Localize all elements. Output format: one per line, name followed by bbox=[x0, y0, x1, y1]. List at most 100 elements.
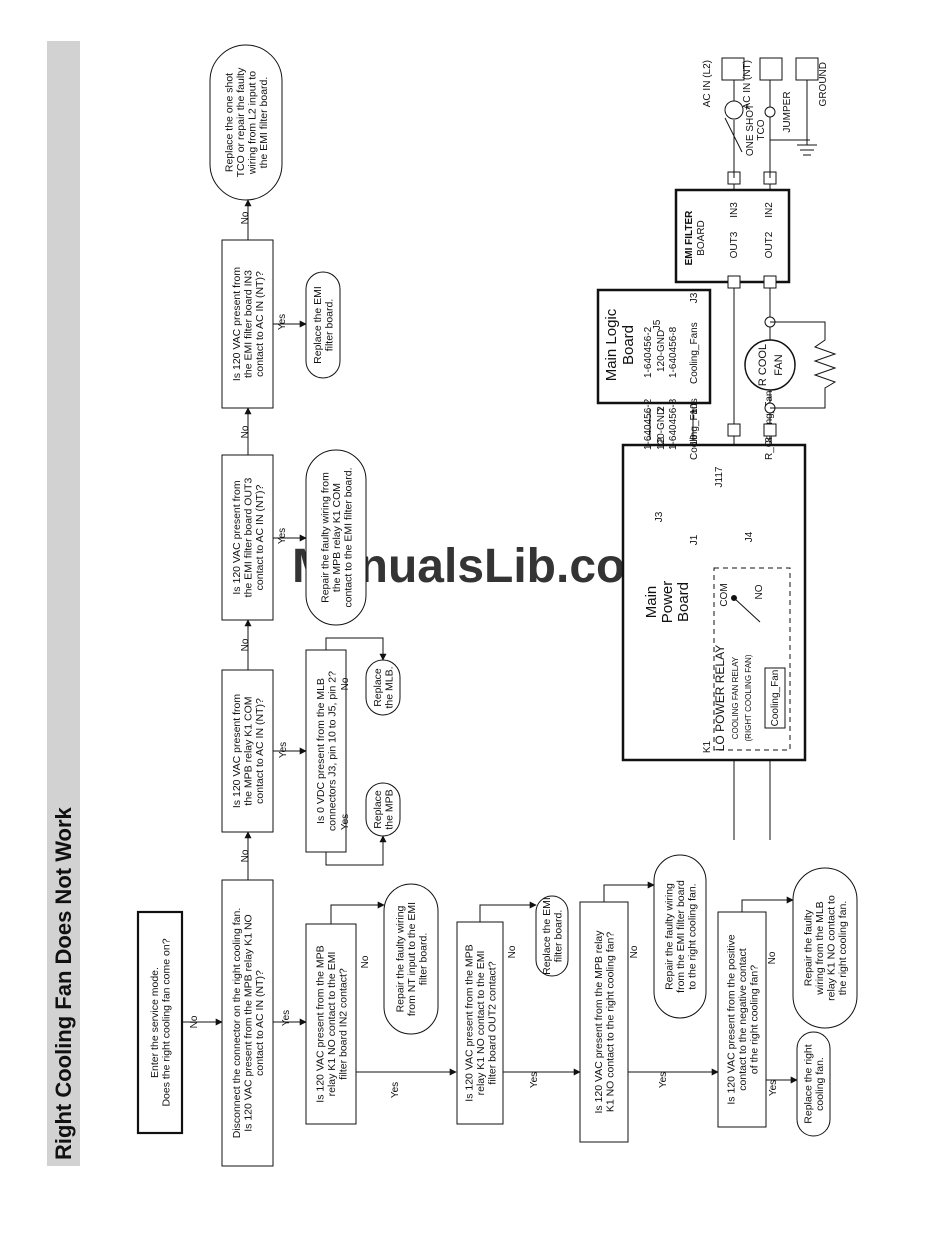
flow-text-line: filter board IN2 contact? bbox=[337, 968, 349, 1080]
flow-text-line: Is 120 VAC present from the positive bbox=[725, 934, 737, 1104]
emi-filter-board bbox=[674, 188, 791, 284]
flow-text-line: TCO or repair the faulty bbox=[235, 67, 247, 177]
flow-text-line: filter board. bbox=[553, 910, 565, 963]
flow-text-line: Is 0 VDC present from the MLB bbox=[315, 678, 327, 824]
flow-connector-arrow bbox=[603, 881, 655, 902]
tco-label2: TCO bbox=[756, 119, 767, 140]
title-sidebar bbox=[47, 41, 80, 1166]
flow-no-label: No bbox=[507, 945, 518, 958]
mlb-title-line2: Board bbox=[620, 325, 637, 365]
flow-text-line: Replace bbox=[372, 790, 384, 829]
flow-no-label: No bbox=[629, 945, 640, 958]
flow-no-label: No bbox=[240, 849, 251, 862]
flow-text-line: relay K1 NO contact to the EMI bbox=[475, 951, 487, 1096]
flow-text-line: filter board OUT2 contact? bbox=[486, 961, 498, 1084]
flow-text-line: the MPB bbox=[384, 789, 396, 829]
mlb-pin10: 10 bbox=[689, 403, 700, 415]
flow-text-line: Is 120 VAC present from the MPB bbox=[463, 944, 475, 1101]
relay-sub2: (RIGHT COOLING FAN) bbox=[744, 654, 753, 741]
mpb-title-line3: Board bbox=[675, 582, 692, 622]
flow-yes-label: Yes bbox=[768, 1080, 779, 1096]
mlb-pin2: 2 bbox=[656, 406, 667, 412]
mpb-title-line1: Main bbox=[643, 586, 660, 619]
flow-yes-label: Yes bbox=[277, 314, 288, 330]
flow-text-line: Replace the EMI bbox=[312, 286, 324, 364]
flow-text-line: Is 120 VAC present from bbox=[231, 480, 243, 594]
flow-text-line: contact to AC IN (NT)? bbox=[254, 271, 266, 377]
flow-text-line: the MPB relay K1 COM bbox=[331, 483, 343, 592]
heater-resistor bbox=[770, 321, 837, 409]
mlb-pn1: 1-640456-2 bbox=[643, 326, 654, 378]
flow-text-line: connectors J3, pin 10 to J5, pin 2? bbox=[327, 671, 339, 831]
ground-label: GROUND bbox=[818, 62, 829, 106]
flow-no-label: No bbox=[240, 425, 251, 438]
mpb-pin2: 2 bbox=[656, 437, 667, 443]
flow-text-line: Replace bbox=[372, 668, 384, 707]
ground-terminal bbox=[795, 57, 819, 81]
tco-symbol bbox=[724, 100, 744, 120]
flow-text-line: Replace the EMI bbox=[541, 897, 553, 975]
page-title: Right Cooling Fan Does Not Work bbox=[51, 806, 76, 1160]
flow-no-label: No bbox=[360, 955, 371, 968]
flow-no-label: No bbox=[189, 1015, 200, 1028]
flow-text-line: Is 120 VAC present from the MPB bbox=[314, 945, 326, 1102]
mpb-j117-label: J117 bbox=[714, 466, 725, 487]
relay-title: LO POWER RELAY bbox=[713, 645, 727, 751]
flow-text-line: of the right cooling fan? bbox=[748, 965, 760, 1074]
main-logic-board bbox=[596, 288, 712, 405]
flow-connector-arrow bbox=[325, 637, 387, 661]
emi-out2-label: OUT2 bbox=[764, 231, 775, 258]
fan-label1: R COOL bbox=[757, 344, 769, 386]
emi-in2-label: IN2 bbox=[764, 202, 775, 218]
flow-text-line: contact to AC IN (NT)? bbox=[254, 698, 266, 804]
relay-coil-box bbox=[764, 667, 786, 729]
relay-sub1: COOLING FAN RELAY bbox=[731, 656, 740, 739]
flow-text-line: relay K1 NO contact to the EMI bbox=[326, 952, 338, 1097]
flow-yes-label: Yes bbox=[390, 1082, 401, 1098]
flow-text-line: filter board. bbox=[417, 933, 429, 986]
start-box: Enter the service mode.Does the right co… bbox=[136, 910, 184, 1135]
flow-yes-label: Yes bbox=[658, 1072, 669, 1088]
flow-text-line: Is 120 VAC present from bbox=[231, 267, 243, 381]
flow-text-line: Replace the right bbox=[803, 1044, 815, 1123]
flow-yes-label: Yes bbox=[278, 742, 289, 758]
mpb-com-label: COM bbox=[719, 583, 730, 606]
flow-text-line: Replace the one shot bbox=[224, 73, 236, 172]
flow-text-line: Does the right cooling fan come on? bbox=[161, 938, 173, 1106]
flow-connector-arrow bbox=[479, 901, 537, 922]
flow-connector-arrow bbox=[741, 896, 794, 912]
flow-yes-label: Yes bbox=[340, 814, 351, 830]
flow-text-line: cooling fan. bbox=[814, 1057, 826, 1111]
mpb-fans: Cooling_Fans bbox=[689, 398, 700, 460]
emi-title: EMI FILTER bbox=[684, 210, 695, 266]
flow-text-line: the MPB relay K1 COM bbox=[242, 696, 254, 805]
decision-disconnect-connector: Disconnect the connector on the right co… bbox=[221, 879, 274, 1167]
flow-text-line: wiring from L2 input to bbox=[247, 71, 259, 175]
emi-in3-label: IN3 bbox=[729, 202, 740, 218]
emi-subtitle: BOARD bbox=[696, 220, 707, 256]
k1-label: K1 bbox=[702, 740, 713, 753]
flow-text-line: filter board. bbox=[324, 299, 336, 352]
emi-out3-label: OUT3 bbox=[729, 231, 740, 258]
ac-nt-terminal bbox=[759, 57, 783, 81]
connector-pin bbox=[727, 275, 741, 289]
flow-text-line: contact to AC IN (NT)? bbox=[254, 970, 266, 1076]
mpb-gnd: 120-GND bbox=[656, 408, 667, 450]
flow-no-label: No bbox=[340, 677, 351, 690]
flow-text-line: Repair the faulty bbox=[803, 909, 815, 986]
connector-pin bbox=[763, 275, 777, 289]
jumper-label: JUMPER bbox=[782, 91, 793, 132]
mpb-pn2: 1-640456-8 bbox=[668, 398, 679, 450]
flow-text-line: relay K1 NO contact to bbox=[826, 895, 838, 1001]
flow-text-line: Repair the faulty wiring bbox=[663, 883, 675, 990]
flow-text-line: Repair the faulty wiring from bbox=[319, 472, 331, 603]
mpb-title-line2: Power bbox=[659, 581, 676, 624]
